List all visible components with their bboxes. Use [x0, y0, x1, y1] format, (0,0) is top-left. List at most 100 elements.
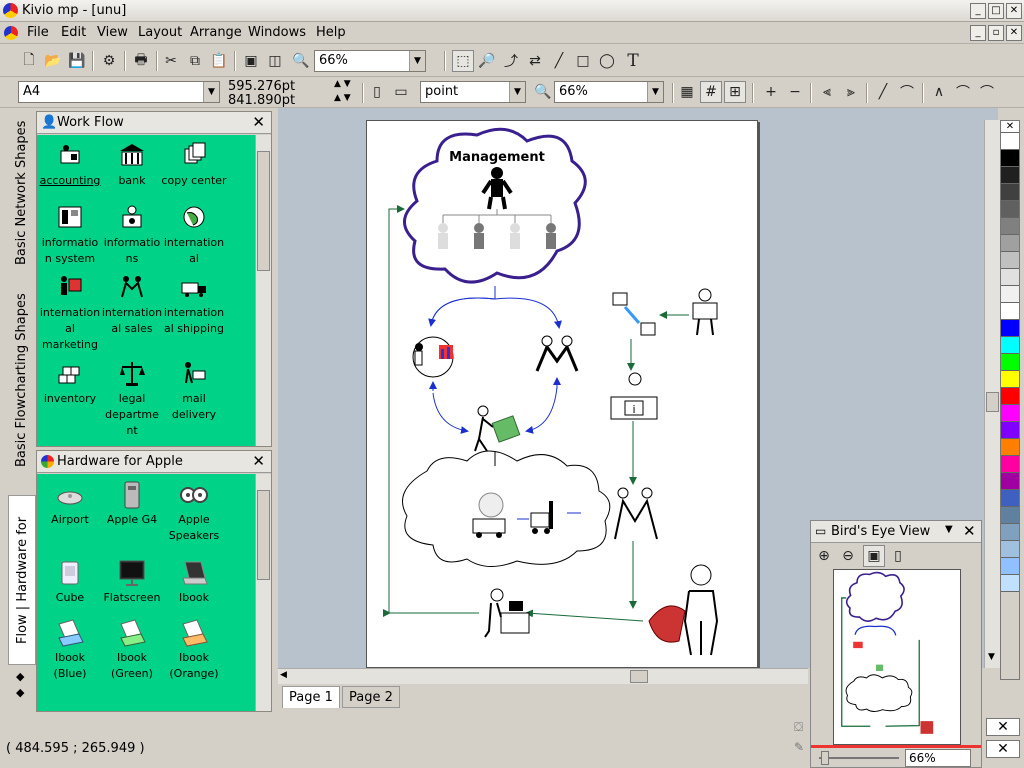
bezier-icon[interactable]: ∧	[933, 84, 945, 100]
mdi-restore-button[interactable]: ▫	[988, 25, 1004, 41]
snap-grid-icon[interactable]: #	[700, 81, 722, 103]
color-swatch[interactable]	[1001, 371, 1019, 388]
stencil-intl-sales[interactable]: internation al sales	[99, 273, 165, 337]
connector-tool-icon[interactable]: ⤴	[504, 54, 518, 70]
close-icon[interactable]: ✕	[252, 452, 265, 470]
tab-hardware-for-apple[interactable]: Flow | Hardware for Apple	[8, 495, 58, 665]
remove-point-icon[interactable]: −	[789, 84, 801, 100]
portrait-icon[interactable]: ▯	[373, 84, 381, 100]
color-swatch[interactable]	[1001, 541, 1019, 558]
ungroup-icon[interactable]: ◫	[268, 53, 282, 69]
stencil-apple-speakers[interactable]: Apple Speakers	[161, 480, 227, 544]
grid-icon[interactable]: ▦	[680, 84, 694, 100]
stencil-information-system[interactable]: informatio n system	[37, 203, 103, 267]
zoom-combo[interactable]: 66% ▼	[314, 50, 426, 72]
color-swatch[interactable]	[1001, 456, 1019, 473]
scroll-thumb[interactable]	[986, 392, 999, 412]
management-cloud[interactable]	[403, 127, 587, 284]
page-height-value[interactable]: 841.890pt	[228, 93, 296, 108]
tab-basic-flowcharting-shapes[interactable]: Basic Flowcharting Shapes	[14, 293, 29, 467]
zoom-in-icon[interactable]: ⊕	[818, 548, 830, 564]
tab-page-2[interactable]: Page 2	[342, 686, 400, 708]
save-icon[interactable]: 💾	[68, 53, 86, 69]
no-line-icon[interactable]: ✕	[986, 740, 1020, 758]
menu-windows[interactable]: Windows	[248, 25, 307, 40]
tab-basic-network-shapes[interactable]: Basic Network Shapes	[14, 120, 29, 266]
paste-icon[interactable]: 📋	[210, 53, 228, 69]
fill-bucket-icon[interactable]: ⛋	[794, 720, 804, 734]
zoom2-combo[interactable]: 66% ▼	[554, 81, 664, 103]
color-swatch[interactable]	[1001, 439, 1019, 456]
line-tool-icon[interactable]: ╱	[554, 53, 564, 69]
break-icon[interactable]: ⫸	[847, 84, 855, 100]
pen-icon[interactable]: ✎	[794, 740, 805, 754]
operations-cloud[interactable]	[402, 450, 611, 567]
close-icon[interactable]: ✕	[252, 113, 265, 131]
stencil-bank[interactable]: bank	[99, 141, 165, 189]
stencil-apple-g4[interactable]: Apple G4	[99, 480, 165, 528]
paper-size-combo[interactable]: A4 ▼	[18, 81, 220, 103]
birds-eye-zoom-slider[interactable]	[819, 751, 899, 765]
minimize-button[interactable]: _	[970, 3, 986, 19]
add-point-icon[interactable]: +	[765, 84, 777, 100]
menu-help[interactable]: Help	[316, 25, 346, 40]
select-tool-icon[interactable]: ⬚	[452, 50, 474, 72]
scroll-down-icon[interactable]: ▼	[988, 652, 995, 662]
scroll-thumb[interactable]	[257, 151, 270, 271]
color-swatch[interactable]	[1001, 354, 1019, 371]
open-icon[interactable]: 📂	[44, 53, 62, 69]
text-tool-icon[interactable]: T	[627, 51, 639, 71]
stencil-accounting[interactable]: accounting	[37, 141, 103, 189]
stencil-inventory[interactable]: inventory	[37, 359, 103, 407]
color-swatch[interactable]	[1001, 575, 1019, 592]
canvas-vertical-scrollbar[interactable]: ▼	[984, 120, 1000, 668]
color-swatch[interactable]	[1001, 133, 1019, 150]
stencil-legal[interactable]: legal departme nt	[99, 359, 165, 439]
tab-scroll-down-icon[interactable]: ◆	[16, 686, 25, 699]
tab-page-1[interactable]: Page 1	[282, 686, 340, 708]
mdi-minimize-button[interactable]: _	[970, 25, 986, 41]
menu-view[interactable]: View	[97, 25, 128, 40]
color-swatch[interactable]	[1001, 252, 1019, 269]
color-swatch[interactable]	[1001, 405, 1019, 422]
scroll-left-icon[interactable]: ◀	[280, 670, 287, 680]
curve-icon[interactable]: ⌒	[900, 85, 914, 101]
color-swatch[interactable]	[1001, 201, 1019, 218]
print-icon[interactable]: 🖶	[134, 52, 148, 68]
color-swatch[interactable]	[1001, 150, 1019, 167]
stencil-intl-shipping[interactable]: internation al shipping	[161, 273, 227, 337]
color-swatch[interactable]	[1001, 269, 1019, 286]
color-swatch[interactable]	[1001, 235, 1019, 252]
stencil-airport[interactable]: Airport	[37, 480, 103, 528]
no-color-swatch[interactable]: ✕	[1001, 121, 1019, 133]
color-swatch[interactable]	[1001, 320, 1019, 337]
birds-eye-preview[interactable]	[833, 569, 961, 745]
unit-combo[interactable]: point ▼	[420, 81, 526, 103]
zoom-icon[interactable]: 🔍	[534, 84, 552, 100]
group-icon[interactable]: ▣	[244, 53, 258, 69]
color-swatch[interactable]	[1001, 558, 1019, 575]
height-stepper-icon[interactable]: ▲ ▼	[334, 93, 351, 103]
stencil-ibook-blue[interactable]: Ibook (Blue)	[37, 618, 103, 682]
color-swatch[interactable]	[1001, 524, 1019, 541]
zoom-icon[interactable]: 🔍	[292, 53, 310, 69]
stencil-ibook[interactable]: Ibook	[161, 558, 227, 606]
zoom-tool-icon[interactable]: 🔎	[478, 53, 496, 69]
width-stepper-icon[interactable]: ▲ ▼	[334, 79, 351, 89]
chevron-down-icon[interactable]: ▼	[409, 51, 425, 71]
arc2-icon[interactable]: ⌒	[980, 85, 994, 101]
birds-eye-zoom-field[interactable]: 66%	[905, 749, 971, 767]
chevron-down-icon[interactable]: ▼	[647, 82, 663, 102]
page-width-value[interactable]: 595.276pt	[228, 79, 296, 94]
color-swatch[interactable]	[1001, 388, 1019, 405]
new-icon[interactable]: 🗋	[23, 52, 35, 68]
close-icon[interactable]: ✕	[963, 522, 976, 540]
rectangle-tool-icon[interactable]: □	[576, 53, 590, 69]
join-icon[interactable]: ⫷	[823, 84, 831, 100]
color-swatch[interactable]	[1001, 473, 1019, 490]
menu-file[interactable]: File	[27, 25, 49, 40]
stencil-flatscreen[interactable]: Flatscreen	[99, 558, 165, 606]
zoom-out-icon[interactable]: ⊖	[842, 548, 854, 564]
scroll-thumb[interactable]	[630, 670, 648, 683]
line-segment-icon[interactable]: ╱	[878, 84, 888, 100]
